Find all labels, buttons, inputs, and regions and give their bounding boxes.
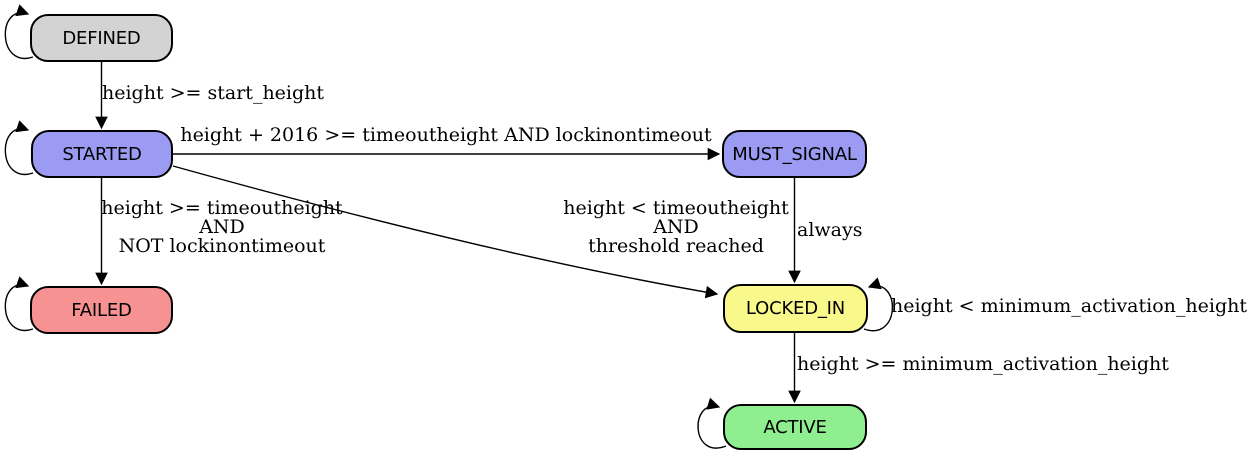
transition-label-lockedin-self-loop: height < minimum_activation_height [891,295,1247,317]
state-locked-in: LOCKED_IN [723,284,868,333]
state-must-signal-label: MUST_SIGNAL [732,143,857,165]
state-failed-label: FAILED [71,299,132,321]
state-locked-in-label: LOCKED_IN [745,298,846,319]
state-must-signal: MUST_SIGNAL [722,130,867,178]
transition-label-defined-to-started: height >= start_height [102,82,325,104]
edge-defined-self-loop [4,4,34,60]
edge-started-self-loop [4,120,34,176]
transition-label-mustsignal-to-lockedin: always [797,219,863,241]
state-started-label: STARTED [62,143,142,165]
edge-active-self-loop [697,397,727,449]
state-active-label: ACTIVE [763,416,827,438]
edge-started-to-lockedin [172,165,719,299]
state-defined: DEFINED [30,14,173,62]
transition-label-started-to-lockedin: height < timeoutheight AND threshold rea… [563,197,789,257]
edge-lockedin-self-loop [863,277,894,332]
state-failed: FAILED [30,286,173,334]
state-started: STARTED [31,130,173,178]
edge-failed-self-loop [4,276,34,332]
state-defined-label: DEFINED [62,27,141,49]
transition-label-started-to-mustsignal: height + 2016 >= timeoutheight AND locki… [180,124,712,146]
transition-label-started-to-failed: height >= timeoutheight AND NOT lockinon… [101,197,343,257]
transition-label-lockedin-to-active: height >= minimum_activation_height [797,353,1169,375]
state-active: ACTIVE [723,404,867,450]
